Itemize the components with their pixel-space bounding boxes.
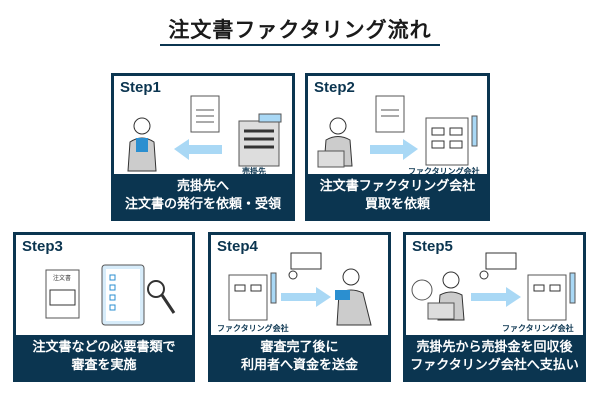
- building-label: ファクタリング会社: [217, 323, 289, 333]
- person-laptop-icon: [317, 117, 353, 168]
- step-caption: 注文書ファクタリング会社買取を依頼: [308, 174, 487, 218]
- caption-line: 注文書ファクタリング会社: [319, 179, 476, 194]
- title-underline: [160, 44, 440, 46]
- caption-line: 利用者へ資金を送金: [240, 358, 358, 373]
- step1-card: 売掛先 Step1 売掛先へ注文書の発行を依頼・受領: [111, 73, 295, 221]
- step4-card: ファクタリング会社 Step4 審査完了後に利用者へ資金を送金: [208, 232, 391, 382]
- arrow-right-icon: [281, 287, 331, 307]
- order-document-icon: 注文書: [45, 269, 80, 319]
- magnifier-icon: [147, 280, 176, 314]
- step2-card: ファクタリング会社 Step2 注文書ファクタリング会社買取を依頼: [305, 73, 490, 221]
- building-label: ファクタリング会社: [408, 166, 480, 176]
- building-label: ファクタリング会社: [502, 323, 574, 333]
- money-icon: [479, 252, 517, 280]
- step-caption: 注文書などの必要書類で審査を実施: [16, 335, 192, 379]
- caption-line: 買取を依頼: [364, 197, 430, 212]
- order-document-icon: [190, 95, 220, 133]
- step1-illustration: 売掛先: [127, 95, 282, 176]
- step5-illustration: ファクタリング会社: [411, 252, 576, 333]
- person-laptop-icon: [411, 271, 465, 321]
- step-label: Step5: [412, 238, 453, 255]
- step5-card: ファクタリング会社 Step5 売掛先から売掛金を回収後ファクタリング会社へ支払…: [403, 232, 586, 382]
- document-title: 注文書: [53, 274, 71, 282]
- step3-card: 注文書 Step3 注文書などの必要書類で審査を実施: [13, 232, 195, 382]
- building-label: 売掛先: [242, 166, 266, 176]
- step-label: Step2: [314, 79, 355, 96]
- caption-line: 売掛先から売掛金を回収後: [416, 340, 573, 355]
- money-icon: [288, 252, 322, 280]
- building-icon: [425, 115, 478, 166]
- arrow-left-icon: [174, 139, 222, 160]
- building-icon: [228, 272, 277, 321]
- caption-line: 注文書などの必要書類で: [32, 340, 176, 355]
- person-card-icon: [335, 268, 372, 326]
- step-label: Step1: [120, 79, 161, 96]
- step-label: Step4: [217, 238, 258, 255]
- step-caption: 売掛先へ注文書の発行を依頼・受領: [114, 174, 292, 218]
- arrow-right-icon: [370, 139, 418, 160]
- caption-line: 審査を実施: [71, 358, 137, 373]
- step4-illustration: ファクタリング会社: [217, 252, 372, 333]
- step2-illustration: ファクタリング会社: [317, 95, 480, 176]
- caption-line: 注文書の発行を依頼・受領: [124, 197, 281, 212]
- caption-line: 売掛先へ: [176, 179, 229, 194]
- caption-line: ファクタリング会社へ支払い: [410, 358, 579, 373]
- checklist-clipboard-icon: [101, 264, 145, 326]
- step3-illustration: 注文書: [45, 264, 176, 326]
- arrow-right-icon: [471, 287, 521, 307]
- caption-line: 審査完了後に: [260, 340, 339, 355]
- step-label: Step3: [22, 238, 63, 255]
- step-caption: 売掛先から売掛金を回収後ファクタリング会社へ支払い: [406, 335, 583, 379]
- building-icon: [238, 113, 282, 167]
- page-title: 注文書ファクタリング流れ: [168, 18, 432, 42]
- person-phone-icon: [127, 117, 157, 172]
- step-caption: 審査完了後に利用者へ資金を送金: [211, 335, 388, 379]
- order-document-icon: [375, 95, 405, 133]
- building-icon: [527, 272, 576, 321]
